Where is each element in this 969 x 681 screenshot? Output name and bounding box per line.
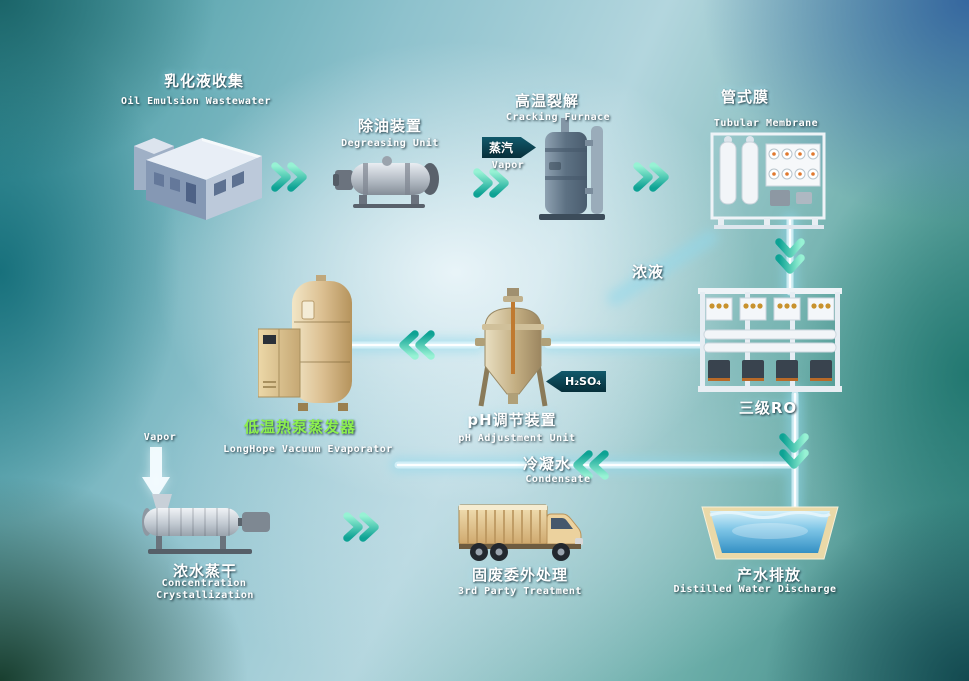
factory-illustration	[134, 138, 262, 220]
ro-label-zh: 三级RO	[738, 399, 798, 417]
degreasing-unit-illustration	[333, 156, 439, 208]
evaporator-node	[258, 275, 358, 420]
vapor-outflow-label-en: Vapor	[143, 432, 177, 443]
flow-arrow-left-icon	[577, 454, 605, 476]
vapor-inflow-tag-text: 蒸汽	[489, 141, 514, 155]
cracking-label-zh: 高温裂解	[514, 92, 580, 110]
ph-label-en: pH Adjustment Unit	[458, 433, 576, 444]
crystallization-label-en1: Concentration	[161, 578, 247, 589]
condensate-label-en: Condensate	[525, 474, 591, 485]
flow-arrow-down-icon	[779, 242, 801, 270]
crystallizer-illustration	[142, 494, 270, 554]
flow-arrow-right-icon	[637, 166, 665, 188]
crystallization-label-en2: Crystallization	[156, 590, 254, 601]
membrane-label-en: Tubular Membrane	[713, 118, 819, 129]
flow-arrow-left-icon	[403, 334, 431, 356]
discharge-label-zh: 产水排放	[736, 566, 802, 584]
ph-reactor-node	[473, 288, 553, 413]
flow-arrow-right-icon	[477, 172, 505, 194]
collection-label-zh: 乳化液收集	[163, 72, 245, 90]
condensate-label-zh: 冷凝水	[522, 455, 572, 473]
discharge-label-en: Distilled Water Discharge	[673, 584, 837, 595]
collection-label-en: Oil Emulsion Wastewater	[121, 96, 271, 107]
cracking-furnace-node	[527, 118, 617, 223]
degreasing-node	[333, 148, 448, 210]
factory-node	[128, 112, 268, 224]
crystallizer-node	[140, 492, 275, 558]
truck-node	[455, 500, 595, 564]
vapor-inflow-label-en: Vapor	[491, 160, 525, 171]
ph-label-zh: pH调节装置	[467, 411, 557, 429]
evaporator-label-en: LongHope Vacuum Evaporator	[223, 444, 393, 455]
acid-dosing-tag-text: H₂SO₄	[565, 375, 602, 388]
concentrate-label-zh: 浓液	[631, 263, 665, 281]
evaporator-illustration	[258, 275, 352, 411]
solid-waste-label-en: 3rd Party Treatment	[458, 586, 582, 597]
ph-reactor-illustration	[475, 288, 551, 407]
vapor-inflow-tag: 蒸汽	[482, 137, 536, 158]
discharge-pool-illustration	[701, 506, 839, 560]
degreasing-label-zh: 除油装置	[357, 117, 423, 135]
membrane-label-zh: 管式膜	[720, 88, 770, 106]
cracking-label-en: Cracking Furnace	[505, 112, 611, 123]
acid-dosing-tag: H₂SO₄	[546, 371, 606, 392]
solid-waste-label-zh: 固废委外处理	[471, 566, 569, 584]
ro-skid-illustration	[698, 288, 842, 392]
cracking-furnace-illustration	[539, 118, 605, 220]
tubular-membrane-illustration	[710, 132, 826, 229]
degreasing-label-en: Degreasing Unit	[341, 138, 439, 149]
evaporator-label-zh: 低温热泵蒸发器	[243, 418, 357, 436]
tubular-membrane-node	[710, 126, 828, 230]
discharge-pool-node	[700, 505, 840, 565]
flow-arrow-right-icon	[275, 166, 303, 188]
truck-illustration	[458, 504, 583, 561]
crystallization-label-zh: 浓水蒸干	[172, 562, 238, 580]
ro-skid-node	[698, 286, 842, 398]
flow-arrow-down-icon	[783, 437, 805, 465]
flow-arrow-right-icon	[347, 516, 375, 538]
